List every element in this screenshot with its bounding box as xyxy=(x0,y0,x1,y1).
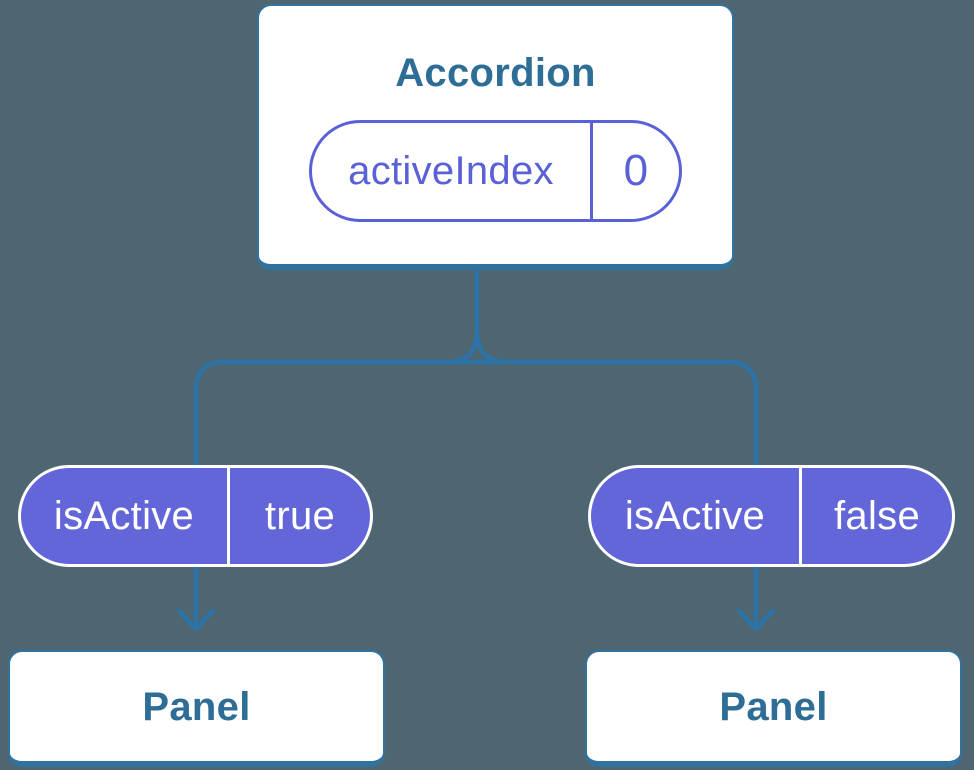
pill-divider xyxy=(799,468,802,564)
branch-bar xyxy=(193,359,759,393)
state-pill-activeindex: activeIndex 0 xyxy=(309,120,682,222)
stem-flare-left xyxy=(444,328,480,365)
state-pill-value: 0 xyxy=(623,146,649,195)
panel-title: Panel xyxy=(719,684,828,729)
prop-pill-isactive-left: isActive true xyxy=(18,465,373,567)
stem-flare-right xyxy=(474,328,510,365)
prop-pill-value: false xyxy=(834,493,920,538)
pill-divider xyxy=(590,123,593,219)
prop-pill-label: isActive xyxy=(53,493,195,538)
accordion-title: Accordion xyxy=(395,51,596,95)
arrow-down-icon xyxy=(736,608,776,632)
panel-node-right: Panel xyxy=(585,650,962,767)
prop-pill-label: isActive xyxy=(624,493,766,538)
state-pill-label: activeIndex xyxy=(348,148,554,193)
accordion-node: Accordion activeIndex 0 xyxy=(257,4,734,270)
arrow-down-icon xyxy=(176,608,216,632)
panel-title: Panel xyxy=(142,684,251,729)
prop-pill-isactive-right: isActive false xyxy=(588,465,955,567)
panel-node-left: Panel xyxy=(8,650,385,767)
prop-pill-value: true xyxy=(264,493,336,538)
pill-divider xyxy=(227,468,230,564)
